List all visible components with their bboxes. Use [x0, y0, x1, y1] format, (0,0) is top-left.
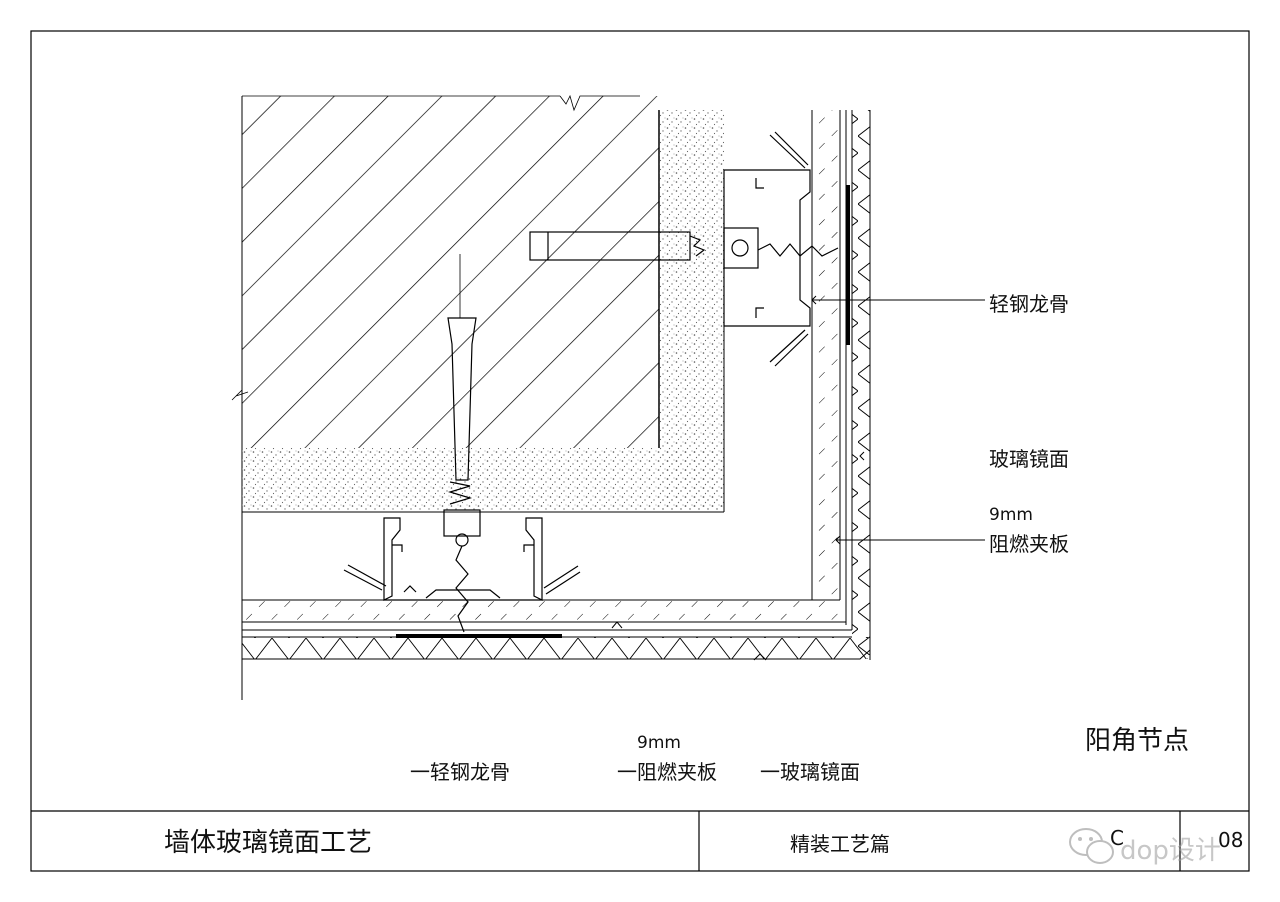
legend-board: 一阻燃夹板: [617, 760, 717, 784]
side-board-layers: [811, 110, 871, 660]
callout-keel: 轻钢龙骨: [989, 292, 1069, 316]
mortar-fill: [242, 110, 725, 513]
callout-board: 阻燃夹板: [989, 532, 1069, 556]
sheet-frame: [30, 30, 1250, 872]
drawing-code-right: 08: [1218, 828, 1244, 852]
bottom-board-layers: [242, 599, 871, 661]
wechat-bubbles-icon: [1069, 828, 1114, 864]
callout-leaders: [811, 295, 985, 545]
project-title: 墙体玻璃镜面工艺: [164, 828, 373, 858]
callout-board-thickness: 9mm: [989, 505, 1033, 525]
watermark-text: dop设计: [1120, 836, 1221, 866]
callout-mirror: 玻璃镜面: [989, 447, 1069, 471]
watermark: dop设计: [1064, 822, 1254, 872]
drawing-code-left: C: [1110, 826, 1124, 850]
steel-keel-side: [529, 131, 839, 367]
steel-keel-bottom: [343, 254, 581, 633]
legend-keel: 一轻钢龙骨: [410, 760, 510, 784]
legend-mirror: 一玻璃镜面: [760, 760, 860, 784]
category-title: 精装工艺篇: [790, 832, 890, 856]
detail-name: 阳角节点: [1085, 726, 1190, 756]
concrete-wall: [231, 94, 660, 700]
legend-board-thickness: 9mm: [637, 733, 681, 753]
